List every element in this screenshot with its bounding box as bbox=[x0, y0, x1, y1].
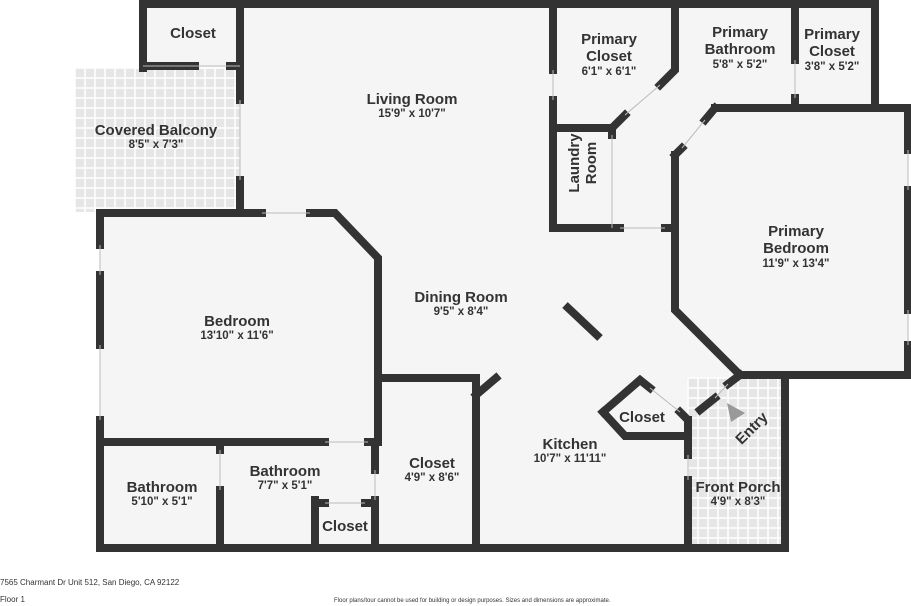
wall bbox=[597, 406, 692, 440]
address-text: 7565 Charmant Dr Unit 512, San Diego, CA… bbox=[0, 578, 180, 587]
window bbox=[624, 84, 661, 116]
wall bbox=[694, 392, 721, 416]
disclaimer-text: Floor plans/tour cannot be used for buil… bbox=[334, 598, 611, 604]
wall bbox=[470, 372, 502, 401]
room-closet-top: Closet bbox=[170, 25, 216, 42]
wall bbox=[306, 209, 382, 444]
window bbox=[681, 119, 706, 149]
room-kitchen-closet: Closet bbox=[619, 409, 665, 426]
window bbox=[714, 383, 729, 399]
wall bbox=[722, 369, 746, 390]
wall bbox=[699, 102, 721, 126]
floor-label: Floor 1 bbox=[0, 595, 25, 604]
counter-wall bbox=[562, 302, 603, 341]
room-closet-small: Closet bbox=[322, 518, 368, 535]
room-laundry-room: Laundry Room bbox=[565, 133, 600, 193]
entry-arrow-icon bbox=[727, 403, 745, 422]
wall bbox=[597, 374, 656, 418]
wall bbox=[606, 109, 631, 134]
window bbox=[649, 387, 681, 413]
wall bbox=[671, 151, 911, 379]
wall bbox=[654, 0, 679, 91]
